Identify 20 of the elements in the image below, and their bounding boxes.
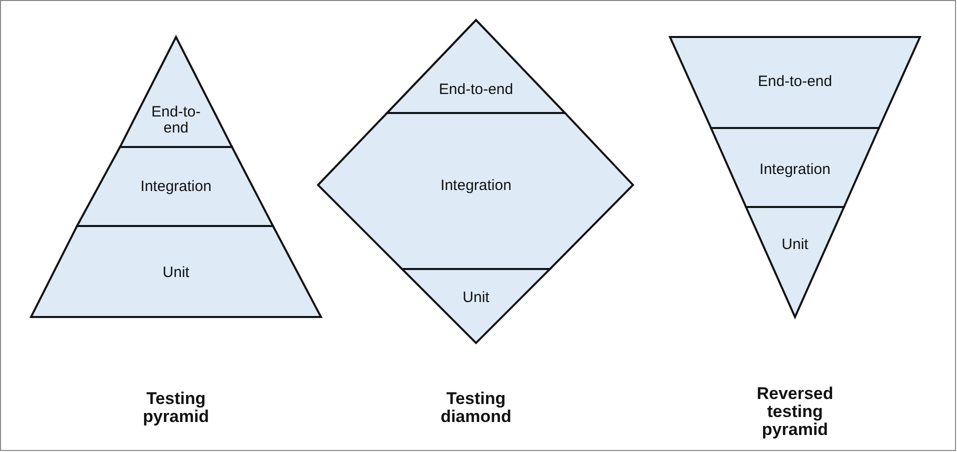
layer-label: Unit xyxy=(462,290,490,306)
layer-band xyxy=(387,20,565,113)
layer-label: Integration xyxy=(440,178,512,194)
layer-label: Unit xyxy=(162,265,190,281)
layer-band xyxy=(670,37,920,128)
layer-label: End-to-end xyxy=(756,74,834,90)
caption: Testing diamond xyxy=(440,390,512,426)
caption: Reversed testing pyramid xyxy=(756,385,834,439)
layer-band xyxy=(746,207,844,317)
layer-label: End-to-end xyxy=(438,82,514,98)
layer-label: End-to-end xyxy=(150,104,202,136)
caption: Testing pyramid xyxy=(142,390,210,426)
layer-band xyxy=(120,37,232,147)
layer-band xyxy=(711,128,879,207)
layer-band xyxy=(31,226,321,317)
layer-label: Integration xyxy=(758,162,832,178)
layer-band xyxy=(77,147,273,226)
layer-label: Integration xyxy=(140,179,212,195)
layer-band xyxy=(402,269,550,343)
layer-label: Unit xyxy=(780,237,810,253)
